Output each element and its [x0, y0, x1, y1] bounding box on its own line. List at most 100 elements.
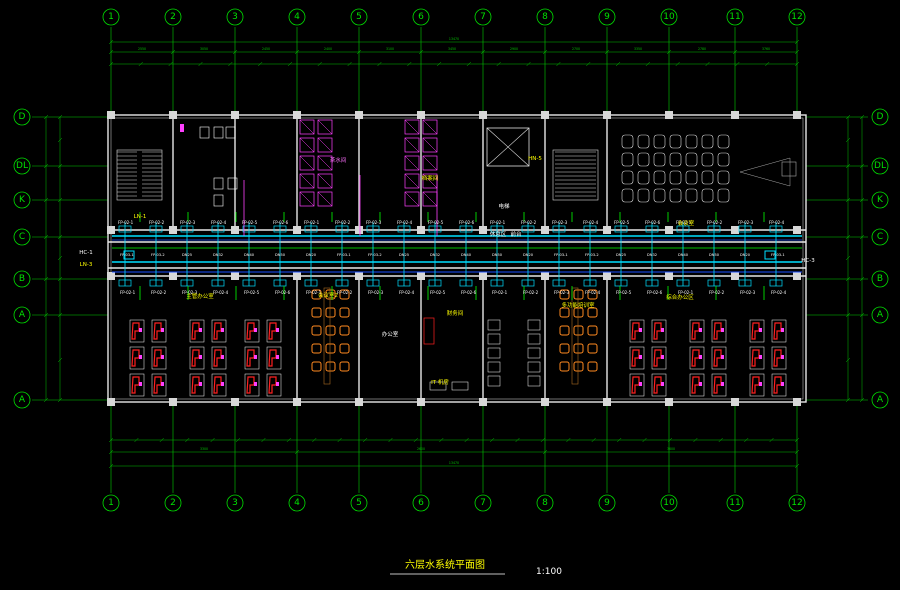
axis-bubble-top-circle	[412, 8, 430, 26]
fan-coil-unit	[211, 225, 225, 233]
tag-pipe-size: FP-03-2	[368, 253, 382, 257]
desk	[244, 346, 260, 370]
fan-coil-unit	[304, 279, 318, 287]
dim-right-inner-tick	[845, 312, 851, 318]
dim-left-inner-tick	[57, 137, 63, 143]
axis-bubble-right-circle	[871, 157, 889, 175]
dim-top-axis-text: 2900	[510, 47, 518, 51]
dim-top-detail-tick	[556, 61, 561, 67]
desk-equipment	[221, 382, 224, 386]
tag-pipe-size: DN32	[213, 253, 223, 257]
desk-chair	[246, 322, 255, 340]
tag-fan-coil: FP-02-4	[213, 290, 229, 295]
dim-right-outer-tick	[859, 276, 865, 282]
tag-fan-coil: FP-02-2	[521, 220, 537, 225]
room-label: 综合办公区	[666, 293, 694, 301]
desk-chair	[191, 349, 200, 367]
desk-equipment	[161, 382, 164, 386]
desk-equipment	[639, 382, 642, 386]
pink-cabinet-cross	[299, 155, 315, 171]
desk	[129, 373, 145, 397]
riser-box	[764, 250, 776, 260]
desk-chair	[213, 349, 222, 367]
structural-column	[479, 272, 487, 280]
dim-right-inner-tick	[845, 114, 851, 120]
dim-right-inner-tick	[845, 197, 851, 203]
tag-pipe-size: DN32	[647, 253, 657, 257]
axis-bubble-right-label: A	[877, 310, 884, 320]
axis-bubble-top-circle	[788, 8, 806, 26]
desk-equipment	[199, 382, 202, 386]
tag-fan-coil: FP-02-2	[707, 220, 723, 225]
meeting-chair	[339, 289, 350, 300]
fan-coil-unit	[366, 279, 380, 287]
dim-bottom-detail-tick	[693, 437, 698, 443]
dim-bottom-axis-tick	[294, 449, 300, 455]
pink-cabinet-cross	[299, 173, 315, 189]
projector-cone	[739, 157, 791, 187]
pink-cabinet	[299, 191, 315, 207]
desk	[129, 346, 145, 370]
desk-equipment	[254, 328, 257, 332]
dim-top-detail-tick	[317, 61, 322, 67]
desk-equipment	[276, 328, 279, 332]
desk	[129, 319, 145, 343]
title-block: 六层水系统平面图 1:100	[390, 558, 562, 577]
projector	[781, 161, 797, 177]
dim-bottom-detail-tick	[566, 437, 571, 443]
pink-cabinet	[317, 137, 333, 153]
dim-left-outer-tick	[43, 163, 49, 169]
axis-bubble-left-label: A	[19, 310, 26, 320]
room-label: 财务间	[447, 309, 464, 317]
dim-left-outer-tick	[43, 114, 49, 120]
desk	[151, 346, 167, 370]
structural-column	[665, 111, 673, 119]
desk	[244, 373, 260, 397]
axis-bubble-top-label: 9	[604, 12, 610, 22]
axis-bubble-left-circle	[13, 391, 31, 409]
tag-fan-coil: FP-02-3	[552, 220, 568, 225]
meeting-chair	[339, 325, 350, 336]
dim-top-detail-tick	[228, 61, 233, 67]
dim-bottom-detail-tick	[312, 437, 317, 443]
training-chair	[717, 170, 730, 185]
dim-top-axis-tick	[480, 49, 486, 55]
structural-column	[417, 111, 425, 119]
fan-coil-unit	[149, 279, 163, 287]
axis-bubble-right-circle	[871, 228, 889, 246]
desk-chair	[631, 322, 640, 340]
desk	[689, 373, 705, 397]
fan-coil-unit	[397, 279, 411, 287]
water-pipes	[112, 175, 802, 300]
desk	[651, 319, 667, 343]
structural-column	[603, 272, 611, 280]
tag-fan-coil: FP-02-3	[554, 290, 570, 295]
it-rack	[487, 375, 501, 387]
dim-right-outer-tick	[859, 197, 865, 203]
axis-bubble-bottom-circle	[726, 494, 744, 512]
desk	[211, 319, 227, 343]
dim-top-axis-tick	[732, 49, 738, 55]
dim-bottom-detail-tick	[185, 437, 190, 443]
training-chair	[621, 152, 634, 167]
riser-box	[123, 250, 135, 260]
axis-bubble-right-label: K	[877, 195, 884, 205]
room-label: 电梯	[498, 202, 510, 210]
dim-top-axis-tick	[604, 49, 610, 55]
dim-bottom-detail-tick	[134, 437, 139, 443]
desk	[771, 319, 787, 343]
tag-fan-coil: FP-02-1	[678, 290, 694, 295]
axis-grid	[32, 27, 868, 493]
meeting-chair	[559, 343, 570, 354]
desk	[266, 346, 282, 370]
fan-coil-unit	[273, 279, 287, 287]
training-chair	[717, 134, 730, 149]
desk-chair	[691, 376, 700, 394]
dim-top-axis-tick	[232, 49, 238, 55]
fan-coil-unit	[676, 225, 690, 233]
axis-bubble-top-circle	[660, 8, 678, 26]
dim-top-axis-text: 3450	[448, 47, 456, 51]
pink-cabinet-cross	[404, 155, 420, 171]
